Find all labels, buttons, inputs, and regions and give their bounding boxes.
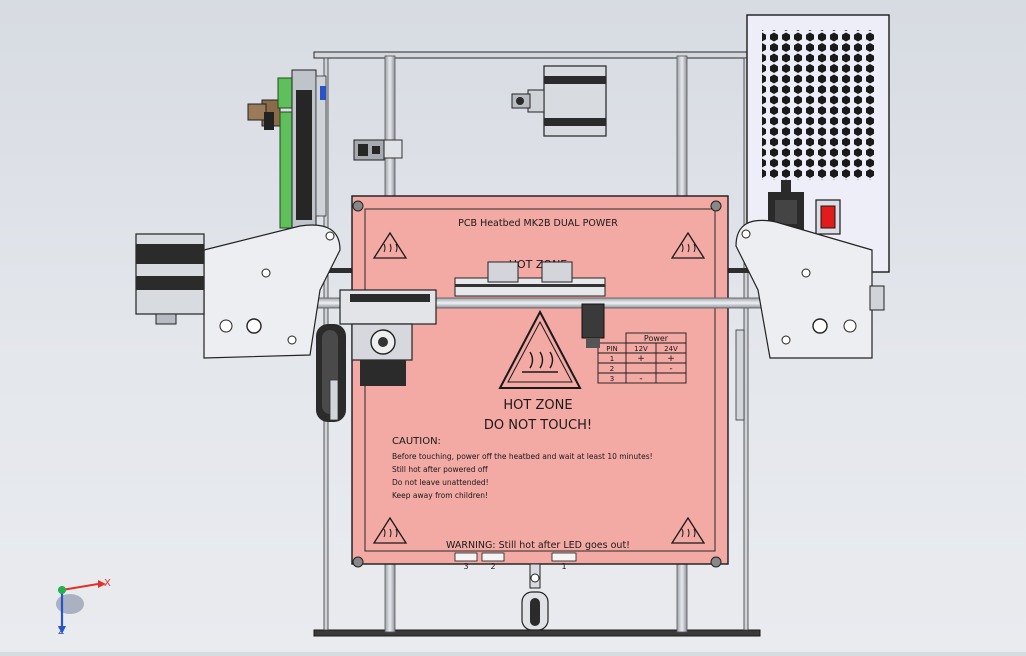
power-table-cell: -: [669, 364, 672, 374]
heatbed-plate: [351, 195, 729, 565]
axis-z-label: Z: [58, 627, 64, 637]
x-end-left: [203, 224, 341, 359]
power-switch: [820, 205, 836, 229]
controller-board: [247, 69, 327, 231]
power-table: Power PIN 12V 24V 1 + + 2 - 3 -: [597, 332, 687, 384]
x-motor: [135, 233, 205, 325]
pin-label-2: 2: [490, 562, 495, 571]
hot-warning-icon-top-right: [670, 231, 706, 259]
x-end-right: [735, 219, 885, 359]
power-table-cell: +: [637, 354, 645, 364]
power-table-cell: +: [667, 354, 675, 364]
extruder-carriage: [316, 289, 605, 422]
caution-line-3: Do not leave unattended!: [392, 478, 489, 487]
do-not-touch-label: DO NOT TOUCH!: [484, 418, 592, 433]
y-motor: [511, 65, 607, 137]
connector-pads: 3 2 1: [454, 552, 577, 571]
caution-line-2: Still hot after powered off: [392, 465, 488, 474]
coordinate-triad: X Z: [56, 578, 111, 637]
power-table-cell: -: [639, 374, 642, 384]
heatbed-title: PCB Heatbed MK2B DUAL POWER: [458, 218, 618, 229]
hot-zone-big-label: HOT ZONE: [503, 398, 572, 413]
caution-line-1: Before touching, power off the heatbed a…: [392, 452, 653, 461]
hot-warning-icon-center: [498, 309, 582, 389]
belt-clamp: [454, 261, 606, 297]
pin-label-3: 3: [463, 562, 468, 571]
caution-title: CAUTION:: [392, 436, 441, 447]
power-table-cell: 2: [610, 365, 614, 373]
frame-bottom-bar: [313, 629, 761, 637]
power-table-title: Power: [644, 334, 669, 343]
axis-x-label: X: [104, 578, 111, 589]
hot-warning-icon-top-left: [372, 231, 408, 259]
power-table-cell: 3: [610, 375, 614, 383]
warning-label: WARNING: Still hot after LED goes out!: [446, 540, 630, 551]
y-endstop: [353, 139, 385, 161]
y-idler: [521, 563, 549, 631]
power-table-cell: 1: [610, 355, 614, 363]
heatbed: PCB Heatbed MK2B DUAL POWER HOT ZONE HOT…: [351, 195, 729, 571]
pin-label-1: 1: [561, 562, 566, 571]
power-table-header-24v: 24V: [664, 345, 678, 353]
power-table-header-12v: 12V: [634, 345, 648, 353]
power-table-header-pin: PIN: [606, 345, 618, 353]
hot-warning-icon-bottom-right: [670, 516, 706, 544]
frame-top-bar: [313, 51, 761, 59]
caution-line-4: Keep away from children!: [392, 491, 488, 500]
hot-warning-icon-bottom-left: [372, 516, 408, 544]
